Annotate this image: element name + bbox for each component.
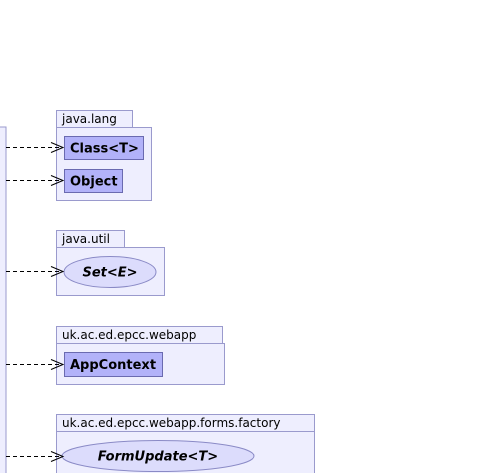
package-name: java.lang: [61, 112, 117, 126]
interface-node[interactable]: Set<E>: [63, 256, 157, 288]
class-box[interactable]: [64, 352, 163, 377]
class-node[interactable]: AppContext: [64, 352, 163, 377]
interface-name: FormUpdate<T>: [98, 450, 218, 465]
package-name: uk.ac.ed.epcc.webapp: [62, 328, 196, 342]
class-name: AppContext: [70, 358, 156, 373]
class-name: Class<T>: [70, 142, 139, 157]
class-name: Object: [70, 175, 118, 190]
package-uk-ac-ed-epcc-webapp: uk.ac.ed.epcc.webapp AppContext: [56, 326, 225, 385]
package-name: java.util: [61, 232, 110, 246]
arrow-head: [50, 359, 65, 370]
interface-name: Set<E>: [82, 266, 137, 281]
dependency-arrow: [6, 142, 65, 153]
dependency-arrow: [6, 175, 65, 186]
dependency-arrow: [6, 359, 65, 370]
class-node[interactable]: Class<T>: [64, 136, 144, 160]
package-java-util: java.util Set<E>: [56, 230, 165, 296]
source-class-box: [0, 126, 7, 473]
interface-ellipse[interactable]: [63, 256, 157, 288]
class-node[interactable]: Object: [64, 169, 123, 193]
package-java-lang: java.lang Class<T> Object: [56, 110, 152, 201]
package-uk-ac-ed-epcc-webapp-forms-factory: uk.ac.ed.epcc.webapp.forms.factory FormU…: [56, 414, 315, 473]
arrow-head: [50, 142, 65, 153]
dependency-arrow: [6, 451, 65, 462]
class-box[interactable]: [64, 169, 123, 193]
dependency-arrow: [6, 266, 65, 277]
interface-node[interactable]: FormUpdate<T>: [61, 440, 255, 472]
package-name: uk.ac.ed.epcc.webapp.forms.factory: [62, 416, 280, 430]
arrow-head: [50, 266, 65, 277]
arrow-head: [50, 175, 65, 186]
arrow-head: [50, 451, 65, 462]
class-box[interactable]: [64, 136, 144, 160]
